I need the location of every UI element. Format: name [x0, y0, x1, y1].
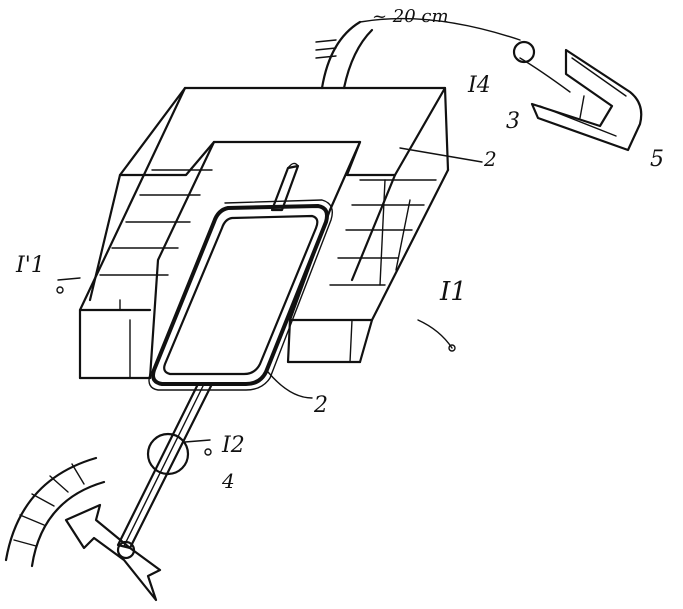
right-block-stack [286, 179, 437, 364]
label-4: 4 [221, 469, 235, 493]
label-3: 3 [506, 109, 520, 134]
lower-shaft [116, 382, 214, 550]
magnet-frame [78, 86, 450, 380]
label-2-bottom: 2 [313, 393, 328, 418]
label-handwritten-note: ~ 20 cm [372, 6, 449, 27]
leader-2-bottom [267, 371, 313, 399]
upper-shaft [270, 162, 300, 212]
leader-2-top [399, 147, 483, 163]
label-I1-prime: I'1 [15, 253, 45, 278]
label-5: 5 [650, 147, 664, 172]
label-2-top: 2 [483, 147, 497, 171]
coil [148, 199, 334, 391]
lead-cable [315, 17, 571, 93]
leader-I1 [417, 319, 453, 349]
slip-ring [146, 432, 190, 476]
probe-box [530, 48, 643, 152]
leader-I1-prime [57, 277, 81, 281]
label-I1: I1 [439, 277, 467, 307]
label-I4: I4 [467, 73, 491, 98]
left-block-stack [78, 169, 213, 380]
label-I2: I2 [221, 433, 245, 458]
rotation-arrow [4, 456, 162, 602]
